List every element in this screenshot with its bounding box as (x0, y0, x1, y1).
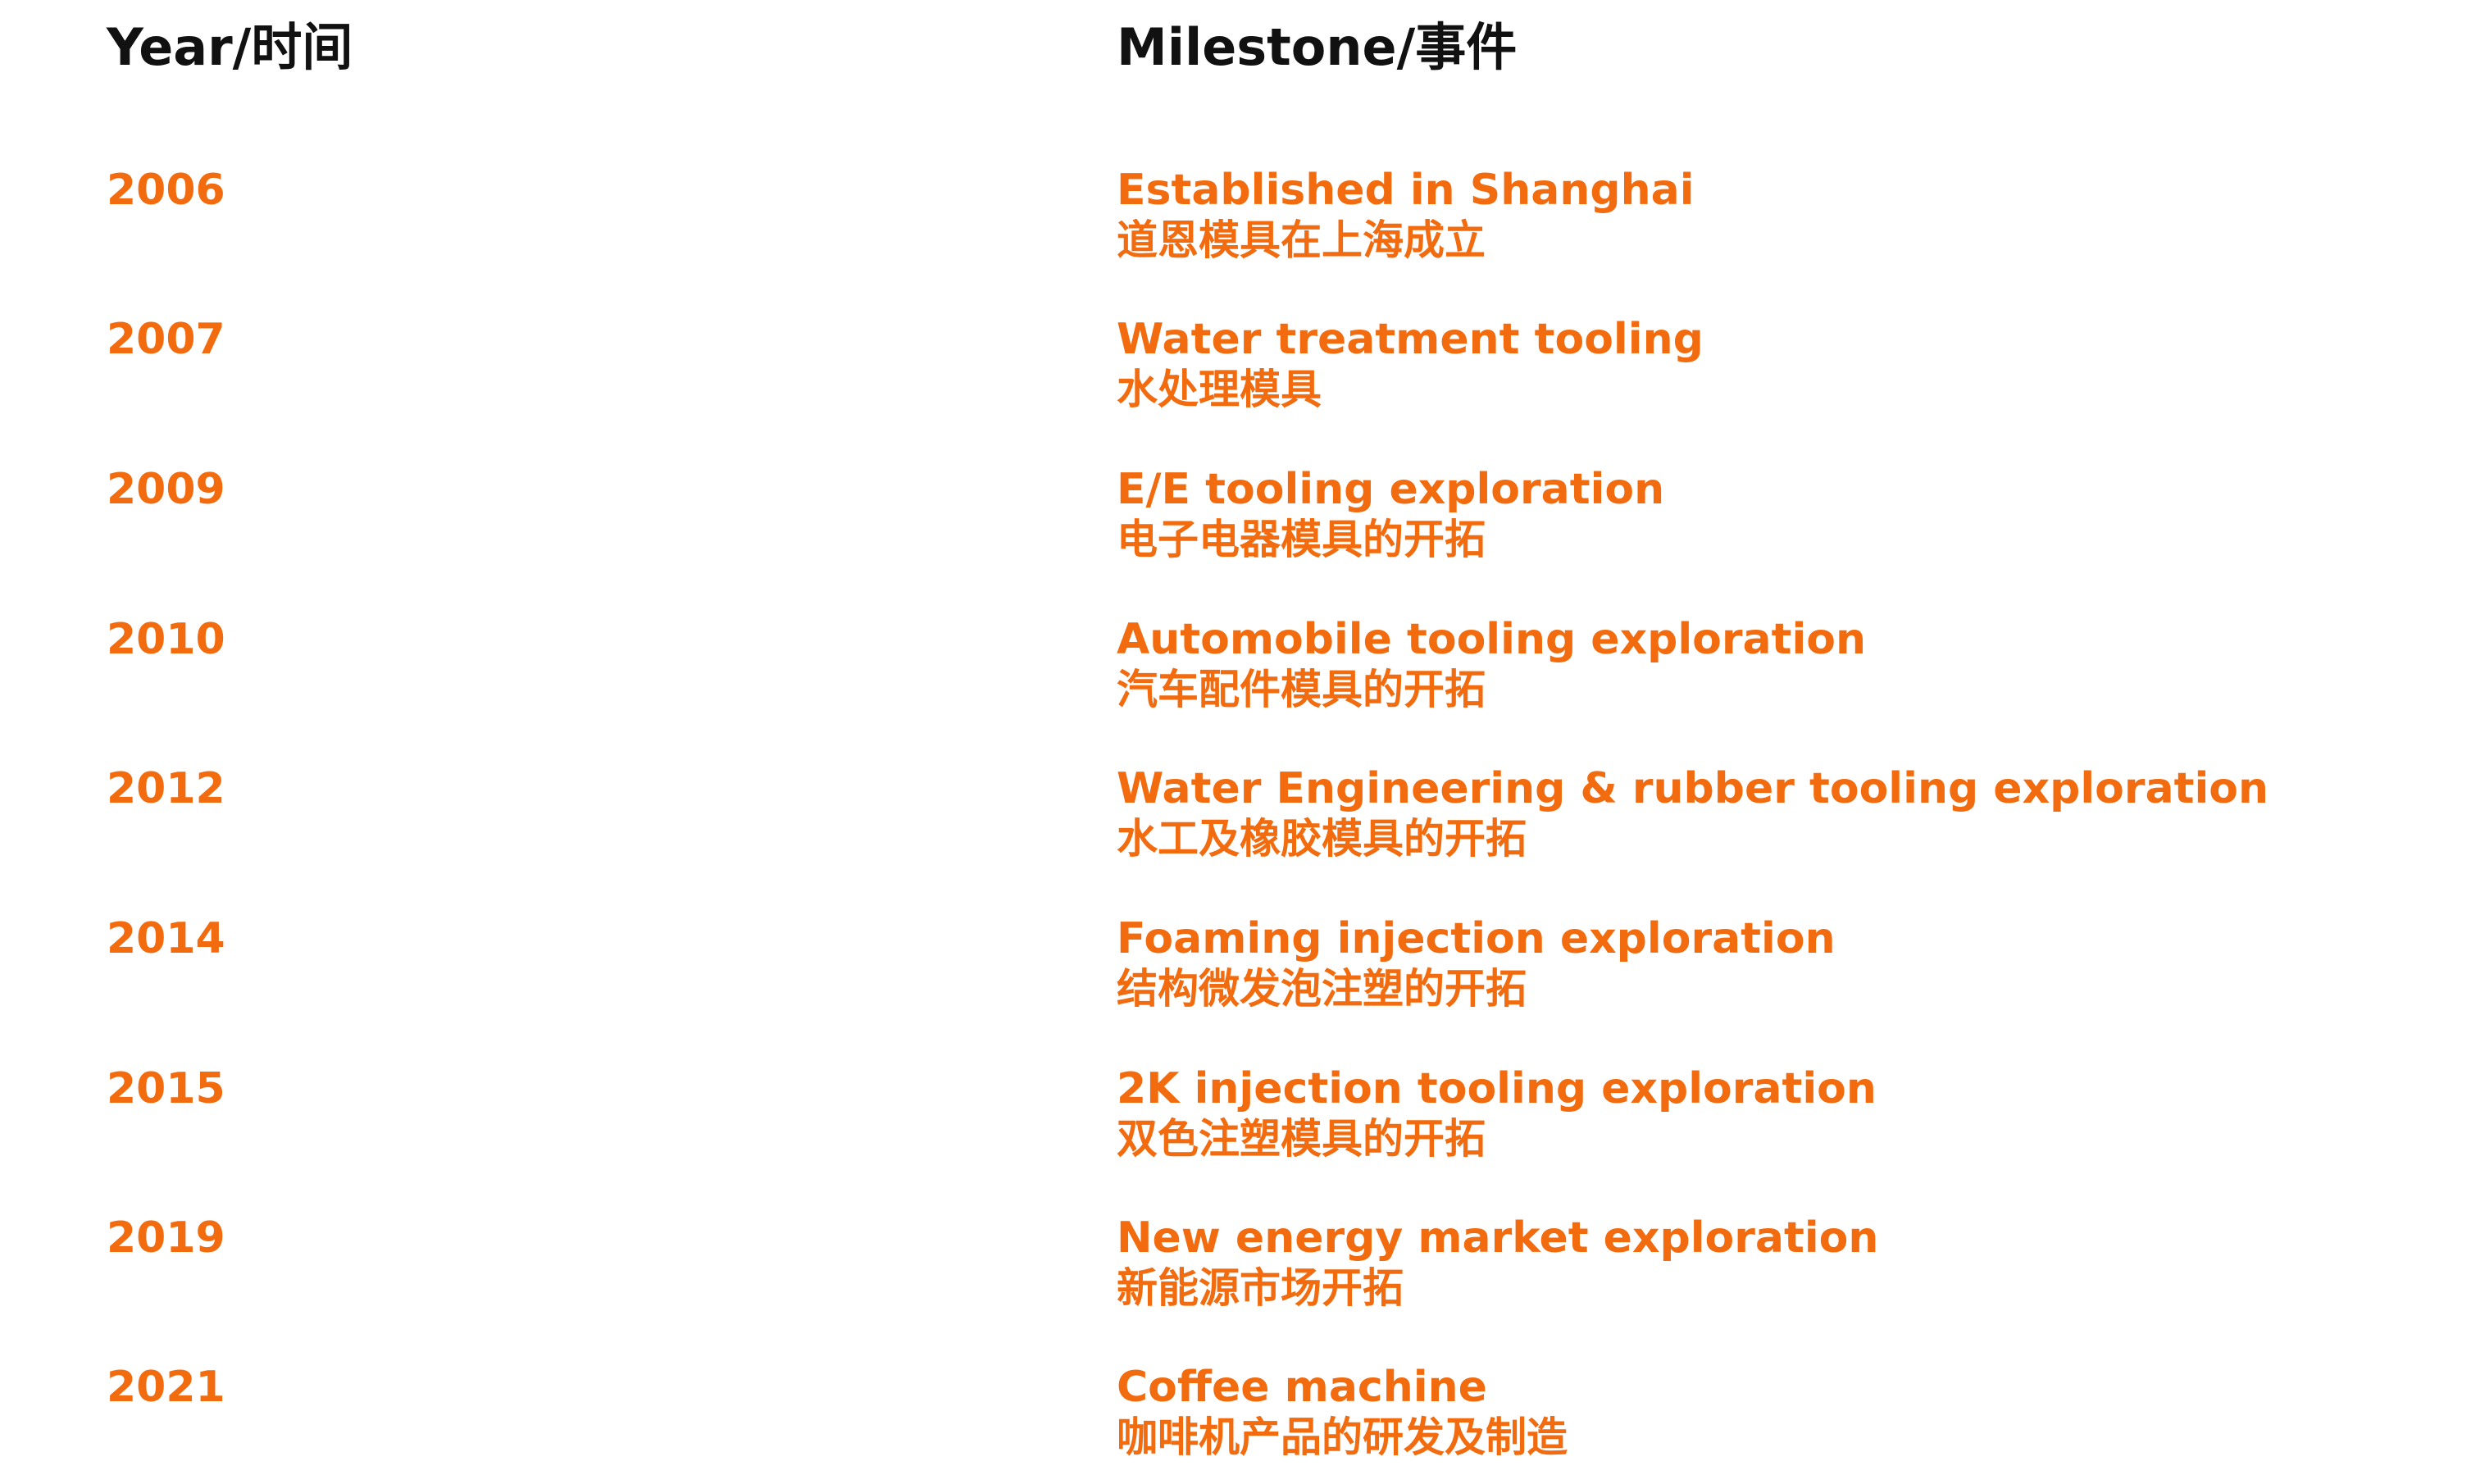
milestone-title-cn: 结构微发泡注塑的开拓 (1117, 965, 1527, 1013)
milestone-row: 2015 2K injection tooling exploration 双色… (0, 1063, 2471, 1186)
milestone-title-en: Water Engineering & rubber tooling explo… (1117, 764, 2269, 813)
milestone-title-cn: 水处理模具 (1117, 366, 1322, 413)
milestone-row: 2010 Automobile tooling exploration 汽车配件… (0, 613, 2471, 736)
milestone-row: 2007 Water treatment tooling 水处理模具 (0, 313, 2471, 436)
milestone-title-en: Water treatment tooling (1117, 315, 1704, 364)
milestone-row: 2012 Water Engineering & rubber tooling … (0, 762, 2471, 885)
milestone-year: 2009 (107, 465, 225, 514)
milestone-title-en: Established in Shanghai (1117, 166, 1695, 215)
milestone-title-en: Automobile tooling exploration (1117, 615, 1867, 664)
milestone-row: 2006 Established in Shanghai 道恩模具在上海成立 (0, 164, 2471, 287)
milestone-row: 2014 Foaming injection exploration 结构微发泡… (0, 913, 2471, 1036)
milestone-row: 2021 Coffee machine 咖啡机产品的研发及制造 (0, 1361, 2471, 1484)
milestone-title-cn: 新能源市场开拓 (1117, 1264, 1404, 1312)
milestone-title-cn: 咖啡机产品的研发及制造 (1117, 1413, 1568, 1461)
milestone-year: 2006 (107, 166, 225, 215)
milestone-year: 2019 (107, 1213, 225, 1263)
milestone-row: 2009 E/E tooling exploration 电子电器模具的开拓 (0, 463, 2471, 586)
milestone-title-cn: 道恩模具在上海成立 (1117, 216, 1486, 264)
milestone-title-cn: 水工及橡胶模具的开拓 (1117, 815, 1527, 863)
milestone-year: 2014 (107, 914, 225, 963)
milestone-title-cn: 双色注塑模具的开拓 (1117, 1115, 1486, 1163)
milestone-year: 2021 (107, 1363, 225, 1412)
milestone-title-cn: 汽车配件模具的开拓 (1117, 666, 1486, 713)
milestone-row: 2019 New energy market exploration 新能源市场… (0, 1212, 2471, 1335)
milestone-column-header: Milestone/事件 (1117, 17, 1518, 77)
milestone-title-en: New energy market exploration (1117, 1213, 1879, 1263)
milestone-year: 2012 (107, 764, 225, 813)
milestone-title-cn: 电子电器模具的开拓 (1117, 516, 1486, 563)
milestone-year: 2010 (107, 615, 225, 664)
milestone-title-en: E/E tooling exploration (1117, 465, 1665, 514)
milestone-year: 2015 (107, 1064, 225, 1113)
table-header: Year/时间 Milestone/事件 (0, 18, 2471, 84)
year-column-header: Year/时间 (107, 17, 353, 77)
milestone-title-en: Foaming injection exploration (1117, 914, 1836, 963)
milestone-year: 2007 (107, 315, 225, 364)
milestone-title-en: Coffee machine (1117, 1363, 1487, 1412)
milestone-title-en: 2K injection tooling exploration (1117, 1064, 1877, 1113)
